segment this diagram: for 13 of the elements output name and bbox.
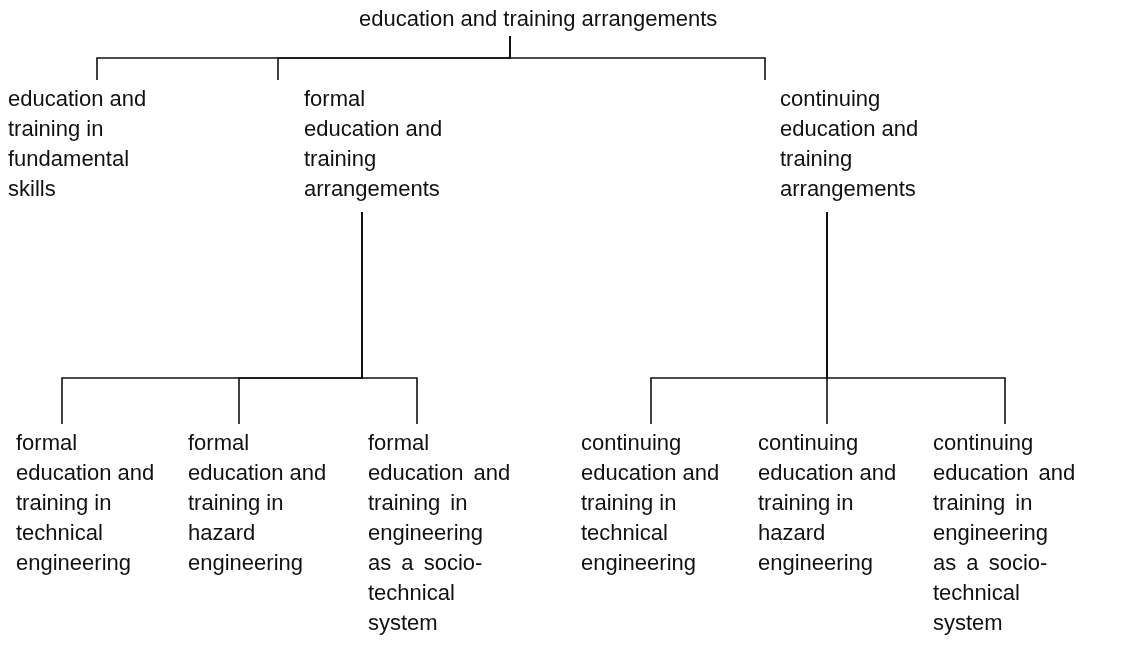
tree-label: continuing education and training in technical engineering bbox=[581, 424, 731, 578]
tree-label: formal education and training in hazard engineering bbox=[188, 424, 338, 578]
tree-label: continuing education and training in hazard engineering bbox=[758, 424, 908, 578]
tree-label: continuing education and training arrangements bbox=[758, 80, 930, 212]
tree-label: formal education and training in technical engineering bbox=[16, 424, 166, 578]
tree-label: formal education and training in engineering as a socio-technical system bbox=[368, 424, 516, 638]
connector-line bbox=[509, 35, 766, 81]
connector-line bbox=[826, 211, 1006, 425]
tree-label: continuing education and training in engineering as a socio-technical system bbox=[933, 424, 1081, 638]
connector-line bbox=[361, 211, 418, 425]
tree-label: formal education and training arrangements bbox=[270, 80, 455, 212]
tree-label: education and training in fundamental skills bbox=[8, 80, 172, 204]
tree-label: education and training arrangements bbox=[359, 4, 718, 36]
